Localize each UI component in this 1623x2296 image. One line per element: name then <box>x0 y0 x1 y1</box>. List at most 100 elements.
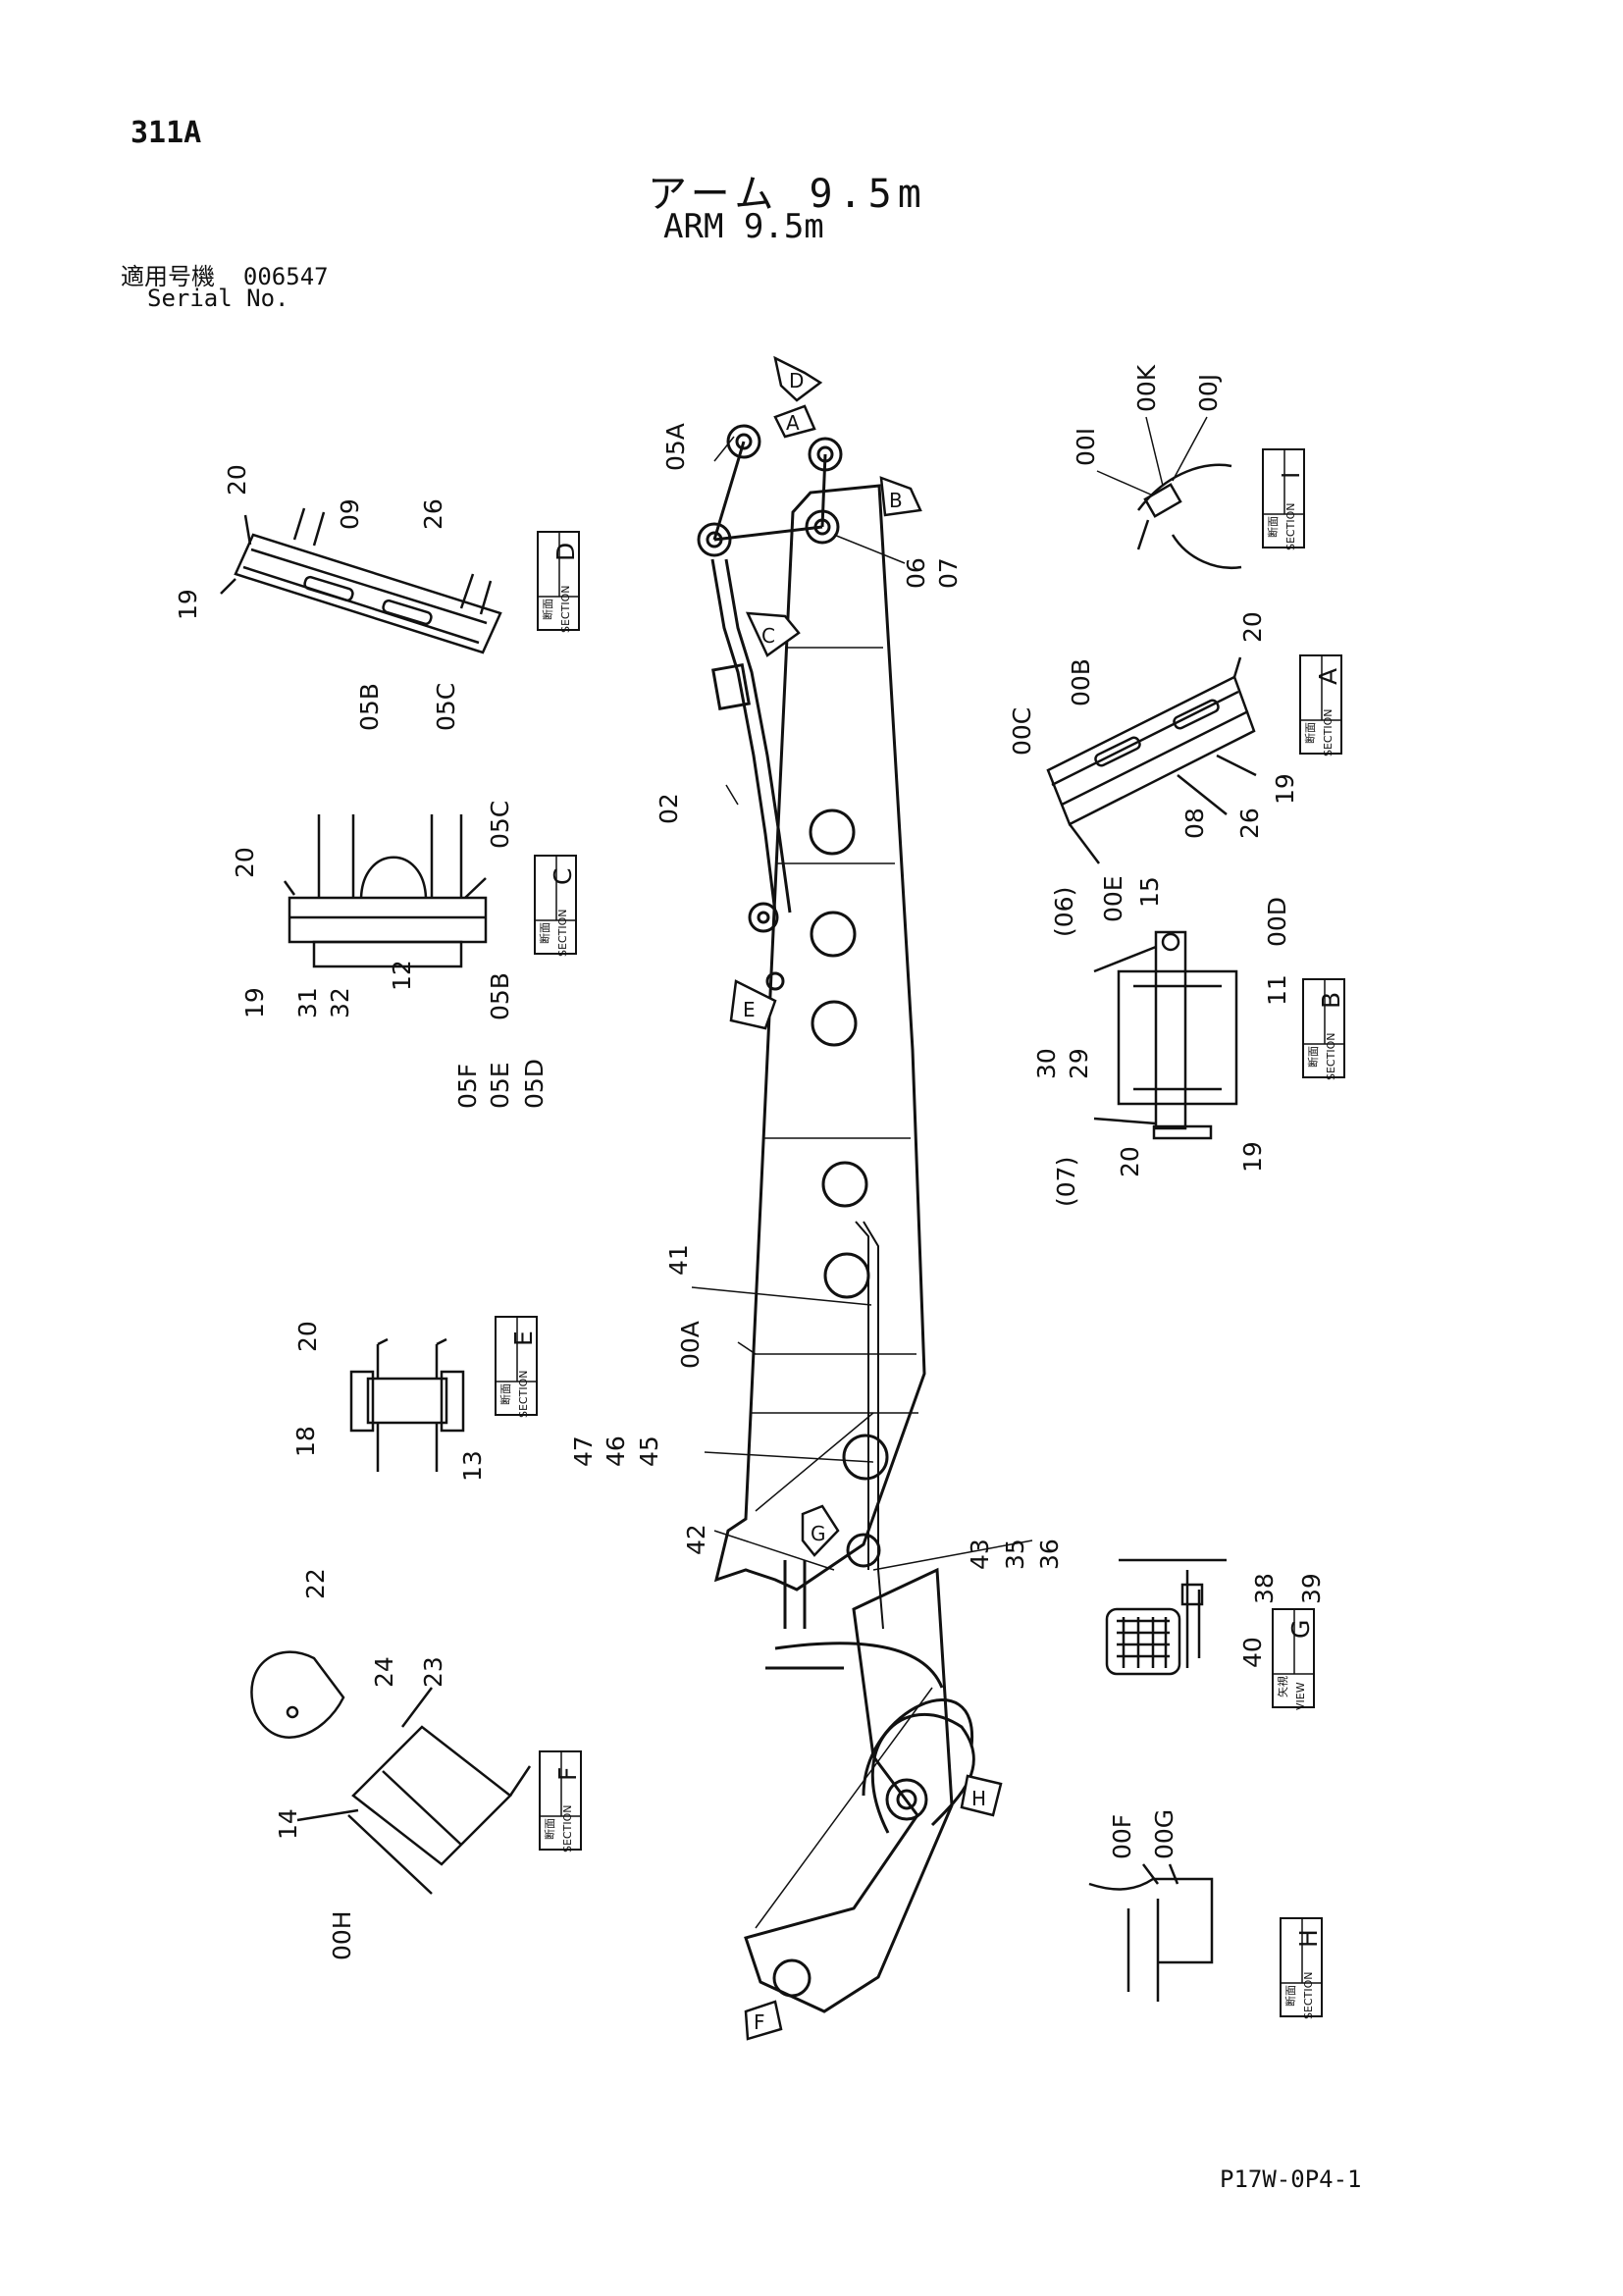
section-a-label-20: 20 <box>1238 611 1267 643</box>
section-f-detail <box>250 1650 532 1895</box>
section-h-letter: H <box>1294 1929 1323 1948</box>
section-b-letter: B <box>1317 992 1345 1009</box>
section-i-tag-en: SECTION <box>1284 503 1297 550</box>
section-d-label-09: 09 <box>336 498 364 530</box>
section-b-box: 断面 SECTION B <box>1302 978 1345 1080</box>
view-marker-A <box>773 404 816 439</box>
view-marker-letter-e: E <box>743 998 756 1021</box>
section-i-leaders <box>1096 416 1208 496</box>
section-f-label-14: 14 <box>274 1808 302 1840</box>
section-f-label-23: 23 <box>419 1656 447 1688</box>
section-b-labels: (06) 00E 15 00D 11 30 29 (07) 20 19 <box>1032 875 1291 1207</box>
label-45: 45 <box>635 1435 663 1467</box>
section-e-label-20: 20 <box>293 1321 322 1352</box>
view-marker-C <box>745 611 801 657</box>
section-b-label-11: 11 <box>1263 974 1291 1006</box>
section-h-label-00G: 00G <box>1150 1809 1178 1859</box>
section-i-label-00K: 00K <box>1132 364 1161 412</box>
arm-cylinder <box>697 424 843 991</box>
section-c-label-05D: 05D <box>520 1059 549 1109</box>
view-g-tag-en: VIEW <box>1294 1682 1307 1710</box>
section-e-labels: 20 18 13 <box>291 1321 487 1482</box>
section-e-box: 断面 SECTION E <box>495 1316 538 1418</box>
serial-line: 適用号機 006547 <box>121 257 329 291</box>
section-d-tag-ja: 断面 <box>541 599 554 620</box>
section-f-letter: F <box>553 1767 582 1781</box>
view-g-letter: G <box>1286 1620 1315 1639</box>
arm-body <box>713 484 975 2013</box>
document-number: P17W-0P4-1 <box>1220 2166 1362 2193</box>
section-d-letter: D <box>551 543 580 561</box>
view-marker-G <box>801 1504 840 1557</box>
section-b-tag-ja: 断面 <box>1306 1046 1320 1068</box>
label-42: 42 <box>682 1524 710 1555</box>
section-a-tag-ja: 断面 <box>1303 722 1317 744</box>
view-marker-letter-h: H <box>971 1787 986 1810</box>
section-f-labels: 22 24 23 14 00H <box>274 1568 447 1960</box>
section-b-label-15: 15 <box>1135 876 1164 908</box>
section-b-detail <box>1093 930 1238 1140</box>
section-d-label-05B: 05B <box>355 683 384 731</box>
section-b-label-29: 29 <box>1065 1048 1093 1079</box>
section-b-label-30: 30 <box>1032 1048 1061 1079</box>
serial-label-japanese: 適用号機 <box>121 263 215 290</box>
section-b-label-20: 20 <box>1116 1146 1144 1177</box>
label-06: 06 <box>902 557 930 589</box>
view-marker-letter-d: D <box>789 369 804 392</box>
label-07: 07 <box>934 557 963 589</box>
section-a-labels: 20 00B 00C 08 26 19 <box>1008 611 1299 839</box>
section-b-tag-en: SECTION <box>1325 1033 1337 1080</box>
view-marker-B <box>879 476 922 517</box>
title-english: ARM 9.5m <box>663 207 824 246</box>
section-i-tag-ja: 断面 <box>1266 516 1280 538</box>
label-36: 36 <box>1035 1539 1064 1570</box>
section-e-letter: E <box>509 1331 538 1346</box>
section-f-box: 断面 SECTION F <box>539 1750 582 1852</box>
serial-number: 006547 <box>242 263 329 290</box>
view-g-labels: 38 39 40 <box>1238 1573 1326 1668</box>
section-a-label-00B: 00B <box>1067 658 1095 706</box>
hydraulic-pipe <box>855 1221 884 1630</box>
section-i-label-00J: 00J <box>1194 374 1223 412</box>
section-c-label-32: 32 <box>326 987 354 1018</box>
section-a-label-26: 26 <box>1235 808 1264 839</box>
section-d-label-05C: 05C <box>432 683 460 731</box>
view-marker-D <box>773 355 823 402</box>
section-c-box: 断面 SECTION C <box>534 855 577 957</box>
section-c-label-19: 19 <box>240 987 269 1018</box>
section-f-tag-ja: 断面 <box>543 1818 556 1840</box>
main-labels: 05A 06 07 02 41 00A 45 46 47 42 43 35 36 <box>569 423 1064 1570</box>
section-d-detail <box>220 507 502 654</box>
view-g-label-39: 39 <box>1297 1573 1326 1604</box>
section-c-label-31: 31 <box>293 987 322 1018</box>
view-marker-E <box>729 979 777 1030</box>
section-a-letter: A <box>1314 668 1342 685</box>
section-d-labels: 20 09 26 19 05B 05C <box>174 464 460 731</box>
view-marker-letter-g: G <box>811 1522 826 1545</box>
section-h-tag-ja: 断面 <box>1283 1985 1297 2007</box>
section-b-label-07: (07) <box>1052 1157 1080 1207</box>
section-b-label-06: (06) <box>1050 887 1078 937</box>
view-marker-F <box>744 2000 783 2041</box>
section-b-label-00D: 00D <box>1263 897 1291 947</box>
section-h-label-00F: 00F <box>1108 1814 1136 1859</box>
section-h-tag-en: SECTION <box>1302 1972 1315 2019</box>
section-i-detail <box>1136 463 1242 569</box>
label-00A: 00A <box>676 1321 705 1369</box>
section-b-label-19: 19 <box>1238 1141 1267 1173</box>
drawing-code: 311A <box>131 116 202 150</box>
section-a-box: 断面 SECTION A <box>1299 654 1342 757</box>
view-marker-letters: D A B C E G H F <box>743 369 986 2034</box>
section-d-tag-en: SECTION <box>559 586 572 633</box>
label-47: 47 <box>569 1435 598 1467</box>
view-marker-H <box>960 1774 1003 1817</box>
section-i-letter: I <box>1277 472 1305 479</box>
view-marker-letter-a: A <box>786 411 800 435</box>
section-a-tag-en: SECTION <box>1322 709 1335 757</box>
label-02: 02 <box>654 793 683 824</box>
serial-label-english: Serial No. <box>147 285 289 312</box>
section-c-detail <box>283 814 488 968</box>
section-c-label-05E: 05E <box>486 1062 514 1109</box>
